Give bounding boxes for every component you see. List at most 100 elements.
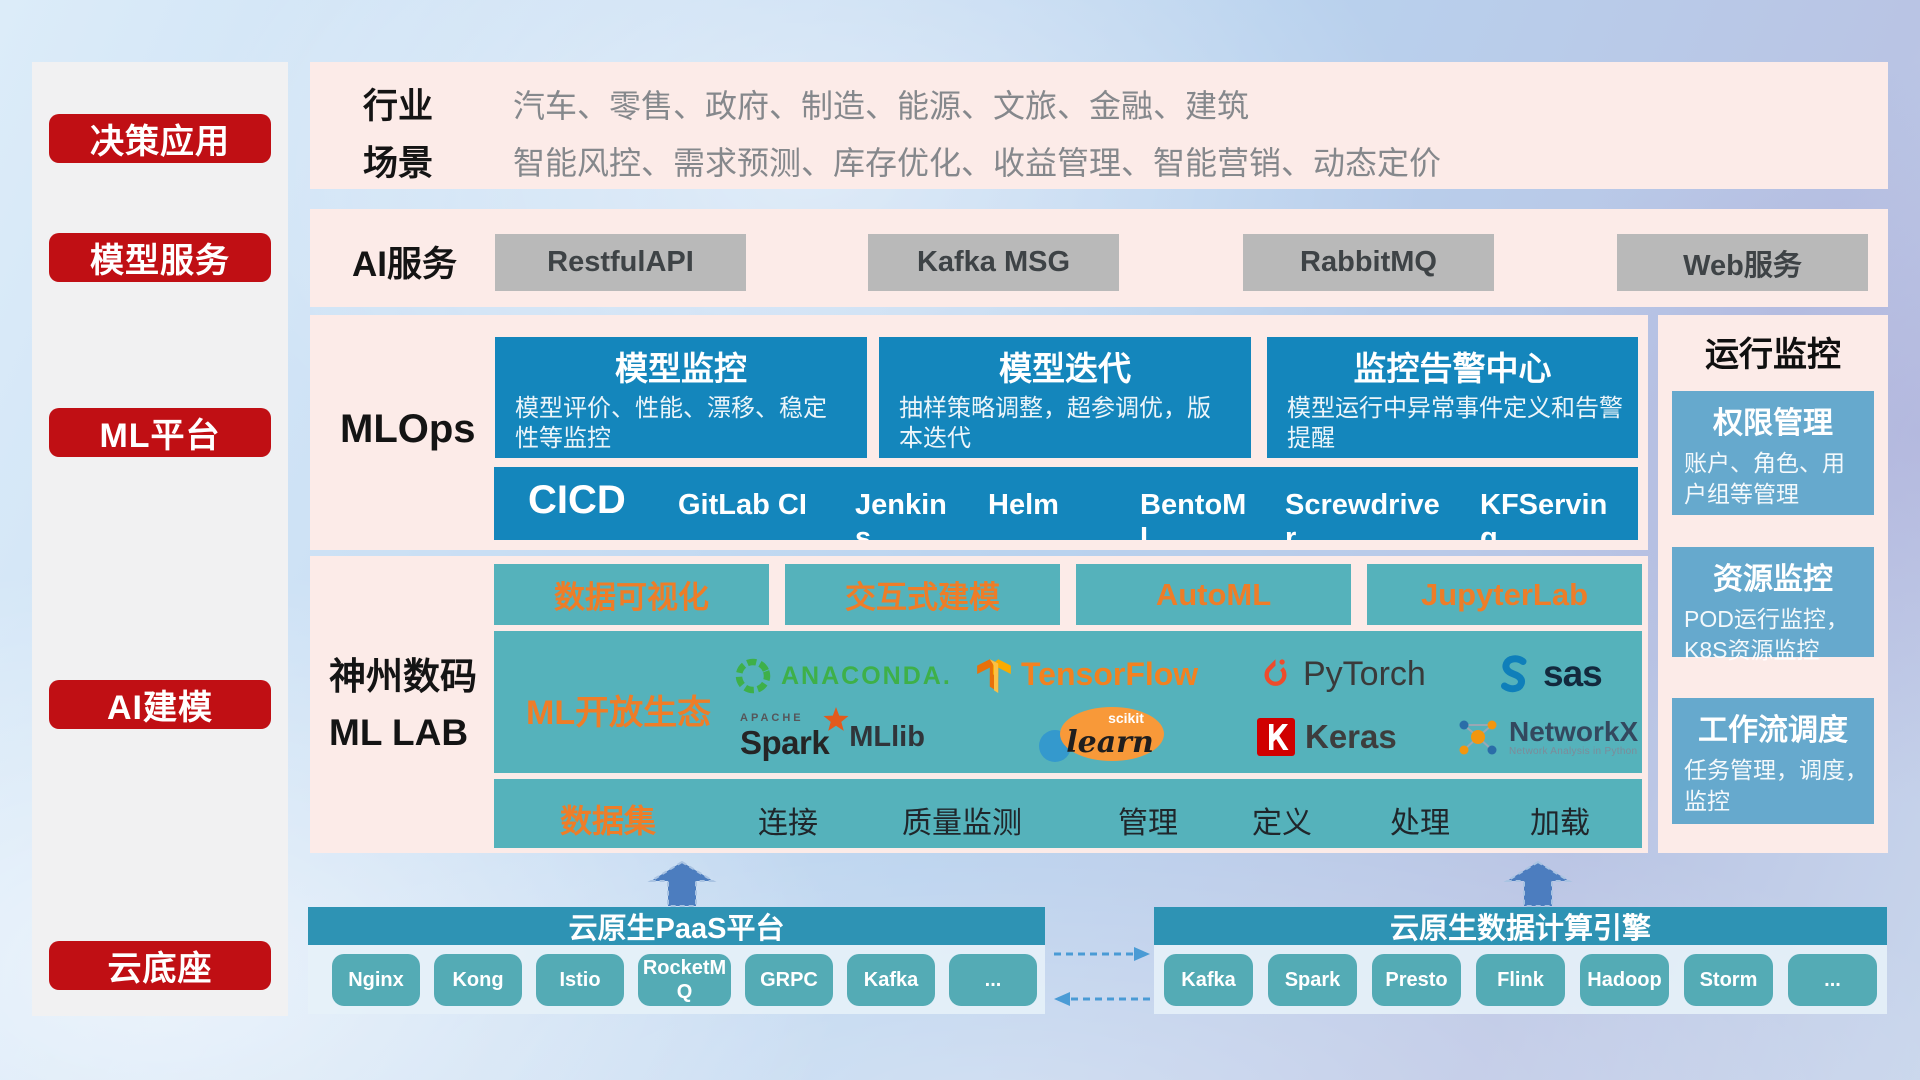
keras-icon [1256, 717, 1296, 757]
up-arrow-left-icon [647, 861, 717, 907]
paas-items: Nginx Kong Istio RocketMQ GRPC Kafka ... [308, 945, 1045, 1014]
engine-items: Kafka Spark Presto Flink Hadoop Storm ..… [1154, 945, 1887, 1014]
lab-tool-interactive: 交互式建模 [785, 564, 1060, 625]
mllab-label: 神州数码 ML LAB [329, 649, 477, 761]
spark-wordmark: Spark [740, 724, 830, 761]
sidebar-item-decision-apps: 决策应用 [49, 114, 271, 163]
chip-presto: Presto [1372, 953, 1461, 1006]
chip-spark: Spark [1268, 953, 1357, 1006]
cicd-label: CICD [528, 478, 626, 522]
card-desc: 账户、角色、用户组等管理 [1684, 450, 1845, 507]
dataset-op-manage: 管理 [1118, 807, 1178, 840]
sas-icon [1494, 653, 1534, 695]
service-box-web: Web服务 [1617, 234, 1868, 291]
card-desc: 抽样策略调整，超参调优，版本迭代 [899, 395, 1211, 452]
logo-spark-mllib: APACHE Spark MLlib [740, 707, 925, 763]
cicd-tool-helm: Helm [988, 489, 1059, 521]
ml-ecosystem-box: ML开放生态 ANACONDA. TensorFlow PyTorch [494, 631, 1642, 773]
layer-sidebar: 决策应用 模型服务 ML平台 AI建模 云底座 [32, 62, 288, 1016]
service-box-kafka-msg: Kafka MSG [868, 234, 1119, 291]
ml-ecosystem-label: ML开放生态 [526, 694, 712, 732]
chip-rocketmq: RocketMQ [638, 953, 731, 1006]
networkx-icon [1456, 715, 1500, 759]
industry-label: 行业 [363, 87, 434, 126]
svg-text:learn: learn [1066, 725, 1154, 760]
logo-scikit-learn: scikit learn [1034, 707, 1168, 763]
ai-service-label: AI服务 [352, 245, 458, 284]
tensorflow-icon [976, 654, 1012, 694]
dataset-op-connect: 连接 [758, 807, 818, 840]
mllib-wordmark: MLlib [849, 720, 925, 753]
chip-nginx: Nginx [332, 953, 420, 1006]
paas-title: 云原生PaaS平台 [308, 907, 1045, 945]
dashed-arrow-right-icon [1054, 947, 1150, 961]
apache-label: APACHE [740, 712, 804, 724]
logo-sas: sas [1494, 651, 1603, 697]
card-desc: 任务管理，调度，监控 [1684, 757, 1868, 814]
mllab-label-line2: ML LAB [329, 712, 469, 753]
cicd-tool-screwdriver: Screwdriver [1285, 489, 1440, 540]
data-engine-bar: 云原生数据计算引擎 Kafka Spark Presto Flink Hadoo… [1154, 907, 1887, 1014]
cicd-bar: CICD GitLab CI Jenkins Helm BentoML Scre… [494, 467, 1638, 540]
card-title: 模型监控 [615, 350, 747, 387]
networkx-subtitle: Network Analysis in Python [1509, 745, 1638, 757]
logo-keras: Keras [1256, 715, 1397, 759]
card-title: 模型迭代 [999, 350, 1131, 387]
chip-kong: Kong [434, 953, 522, 1006]
card-title: 权限管理 [1713, 407, 1833, 440]
application-row: 行业 汽车、零售、政府、制造、能源、文旅、金融、建筑 场景 智能风控、需求预测、… [310, 62, 1888, 189]
lab-tool-dataviz: 数据可视化 [494, 564, 769, 625]
service-box-restfulapi: RestfulAPI [495, 234, 746, 291]
logo-anaconda: ANACONDA. [734, 653, 952, 699]
keras-wordmark: Keras [1305, 718, 1397, 755]
chip-kafka: Kafka [847, 953, 935, 1006]
scikit-learn-icon: scikit learn [1039, 707, 1164, 762]
dataset-op-define: 定义 [1252, 807, 1312, 840]
sidebar-item-model-service: 模型服务 [49, 233, 271, 282]
chip-grpc: GRPC [745, 953, 833, 1006]
dashed-arrow-left-icon [1054, 992, 1150, 1006]
card-desc: POD运行监控，K8S资源监控 [1684, 606, 1849, 663]
chip-storm: Storm [1684, 953, 1773, 1006]
chip-hadoop: Hadoop [1580, 953, 1669, 1006]
service-box-rabbitmq: RabbitMQ [1243, 234, 1494, 291]
pytorch-icon [1257, 653, 1294, 695]
exchange-arrows [1054, 947, 1150, 1006]
mlops-label: MLOps [340, 407, 476, 451]
ai-service-row: AI服务 RestfulAPI Kafka MSG RabbitMQ Web服务 [310, 209, 1888, 307]
chip-kafka2: Kafka [1164, 953, 1253, 1006]
cicd-tool-jenkins: Jenkins [855, 489, 947, 540]
sidebar-item-ml-platform: ML平台 [49, 408, 271, 457]
cicd-tool-kfserving: KFServing [1480, 489, 1608, 540]
mllab-row: 神州数码 ML LAB 数据可视化 交互式建模 AutoML JupyterLa… [310, 556, 1648, 853]
lab-tool-automl: AutoML [1076, 564, 1351, 625]
card-desc: 模型运行中异常事件定义和告警提醒 [1287, 395, 1623, 452]
dataset-op-load: 加载 [1530, 807, 1590, 840]
monitor-title: 运行监控 [1705, 336, 1841, 374]
scenario-label: 场景 [363, 144, 434, 183]
card-resource-monitor: 资源监控 POD运行监控，K8S资源监控 [1672, 547, 1874, 663]
sidebar-item-cloud-base: 云底座 [49, 941, 271, 990]
anaconda-icon [734, 657, 772, 695]
chip-more2: ... [1788, 953, 1877, 1006]
dataset-label: 数据集 [560, 803, 657, 839]
lab-tool-jupyterlab: JupyterLab [1367, 564, 1642, 625]
dataset-op-quality: 质量监测 [902, 807, 1022, 840]
dataset-op-process: 处理 [1390, 807, 1450, 840]
card-title: 资源监控 [1713, 563, 1833, 596]
svg-text:scikit: scikit [1108, 710, 1144, 726]
logo-tensorflow: TensorFlow [976, 651, 1198, 697]
networkx-wordmark: NetworkX [1509, 715, 1639, 747]
industry-items: 汽车、零售、政府、制造、能源、文旅、金融、建筑 [513, 88, 1250, 124]
chip-flink: Flink [1476, 953, 1565, 1006]
cicd-tool-gitlabci: GitLab CI [678, 489, 807, 521]
card-title: 监控告警中心 [1353, 350, 1552, 387]
card-desc: 模型评价、性能、漂移、稳定性等监控 [515, 395, 827, 452]
spark-star-icon [821, 706, 851, 741]
pytorch-wordmark: PyTorch [1303, 654, 1426, 693]
scenario-items: 智能风控、需求预测、库存优化、收益管理、智能营销、动态定价 [513, 145, 1442, 181]
paas-platform-bar: 云原生PaaS平台 Nginx Kong Istio RocketMQ GRPC… [308, 907, 1045, 1014]
chip-istio: Istio [536, 953, 624, 1006]
card-model-iteration: 模型迭代 抽样策略调整，超参调优，版本迭代 [879, 337, 1251, 458]
